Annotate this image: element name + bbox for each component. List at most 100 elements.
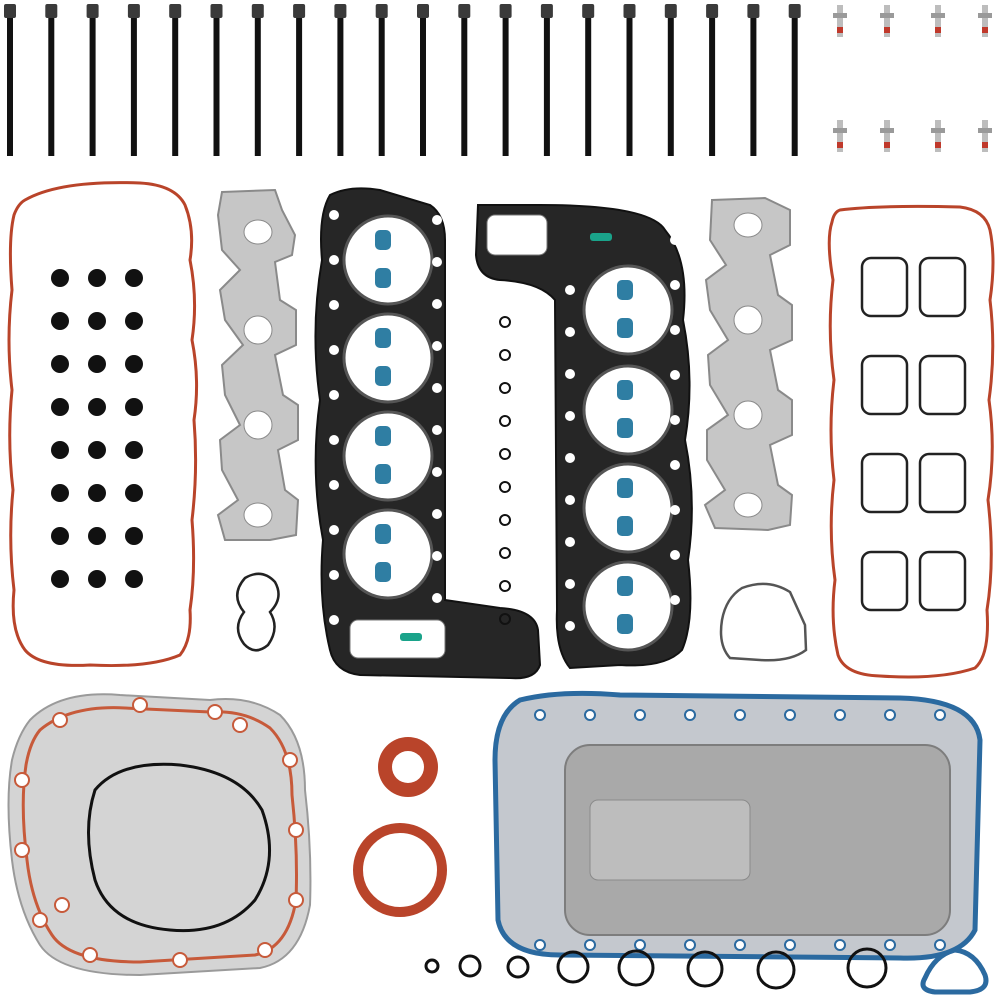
small-bolt-shank xyxy=(935,120,941,152)
gasket-bolt-hole xyxy=(670,325,680,335)
spark-tube-grommet xyxy=(125,441,143,459)
head-bolt-shank xyxy=(791,18,798,156)
spark-tube-grommet xyxy=(125,398,143,416)
small-bolt-flange xyxy=(880,13,894,18)
head-bolt-shank xyxy=(709,18,716,156)
cylinder-bore xyxy=(342,312,434,404)
right-exhaust-port-4 xyxy=(733,492,763,518)
valve-stem-seal xyxy=(617,318,633,338)
head-bolt-shank xyxy=(461,18,468,156)
head-bolt-head xyxy=(251,4,264,18)
spark-tube-grommet xyxy=(88,527,106,545)
oil-pan-hole xyxy=(934,709,946,721)
valve-stem-seal xyxy=(617,380,633,400)
left-exhaust-port-3 xyxy=(243,410,273,440)
left-exhaust-port-1 xyxy=(243,219,273,245)
small-bolt-flange xyxy=(931,128,945,133)
small-bolt-shank xyxy=(935,5,941,37)
small-bolt-threadlock xyxy=(935,142,941,148)
oil-pan-bolt-holes xyxy=(534,709,946,951)
valve-stem-seal xyxy=(375,426,391,446)
cylinder-bore xyxy=(342,410,434,502)
valve-stem-seal xyxy=(617,614,633,634)
oil-pan-hole xyxy=(884,939,896,951)
small-bolt-flange xyxy=(880,128,894,133)
head-bolt-head xyxy=(747,4,760,18)
triangle-seal-gasket xyxy=(920,947,989,995)
left-valve-cover-gasket-outline xyxy=(7,181,199,668)
gasket-bolt-hole xyxy=(329,255,339,265)
front-crank-seal xyxy=(378,737,438,797)
head-bolt-shank xyxy=(750,18,757,156)
left-exhaust-port-2 xyxy=(243,315,273,345)
gasket-bolt-hole xyxy=(670,280,680,290)
left-head-tab-window xyxy=(349,619,446,659)
small-bolt-threadlock xyxy=(837,142,843,148)
gasket-bolt-hole xyxy=(565,495,575,505)
valve-stem-seal xyxy=(375,562,391,582)
left-exhaust-port-4 xyxy=(243,502,273,528)
cylinder-bore xyxy=(582,462,674,554)
spark-tube-grommet xyxy=(125,312,143,330)
gasket-bolt-hole xyxy=(329,570,339,580)
thermostat-housing-gasket xyxy=(719,582,808,662)
spark-tube-grommet xyxy=(51,355,69,373)
gasket-bolt-hole xyxy=(670,460,680,470)
oil-pan-hole xyxy=(634,709,646,721)
timing-cover-hole xyxy=(207,704,223,720)
gasket-bolt-hole xyxy=(432,383,442,393)
valve-stem-seal xyxy=(375,524,391,544)
gasket-bolt-hole xyxy=(670,370,680,380)
oil-pan-hole xyxy=(784,709,796,721)
bottom-oring xyxy=(756,950,796,990)
valve-stem-seal xyxy=(375,366,391,386)
spark-tube-grommet xyxy=(88,269,106,287)
oil-pan-hole xyxy=(784,939,796,951)
gasket-bolt-hole xyxy=(565,411,575,421)
head-bolt-shank xyxy=(89,18,96,156)
gasket-bolt-hole xyxy=(565,537,575,547)
valve-stem-seal xyxy=(617,478,633,498)
gasket-bolt-hole xyxy=(329,615,339,625)
valve-stem-seal xyxy=(375,464,391,484)
timing-cover-gasket-body xyxy=(7,693,312,977)
small-bolt-threadlock xyxy=(884,27,890,33)
head-bolt-head xyxy=(86,4,99,18)
right-valve-cover-gasket xyxy=(827,204,995,679)
timing-cover-hole xyxy=(82,947,98,963)
rocker-cover-seal xyxy=(918,550,967,612)
right-head-cylinder-bores xyxy=(582,264,674,652)
small-bolt-shank xyxy=(884,5,890,37)
timing-cover-hole xyxy=(288,892,304,908)
head-bolt-head xyxy=(540,4,553,18)
gasket-bolt-hole xyxy=(329,480,339,490)
oil-pan-hole xyxy=(834,709,846,721)
head-bolt-shank xyxy=(502,18,509,156)
small-bolt-flange xyxy=(931,13,945,18)
timing-cover-bolt-holes xyxy=(14,697,304,968)
gasket-bolt-hole xyxy=(565,579,575,589)
bottom-oring xyxy=(506,955,530,979)
spark-tube-grommet xyxy=(88,570,106,588)
left-head-cylinder-bores xyxy=(342,214,434,600)
right-valve-cover-gasket-outline xyxy=(827,204,995,679)
left-head-bolt-holes xyxy=(329,210,442,625)
spark-tube-grommet xyxy=(88,398,106,416)
spark-tube-grommet xyxy=(51,398,69,416)
timing-cover-hole xyxy=(232,717,248,733)
valve-stem-seal xyxy=(617,418,633,438)
rocker-cover-seal xyxy=(918,354,967,416)
head-bolt-head xyxy=(458,4,471,18)
windage-tray-panel xyxy=(589,799,751,881)
oil-pan-gasket xyxy=(492,690,983,961)
cylinder-bore xyxy=(342,214,434,306)
water-outlet-gasket-left xyxy=(236,572,280,652)
timing-cover-hole xyxy=(132,697,148,713)
head-bolt-head xyxy=(334,4,347,18)
small-bolt-shank xyxy=(837,5,843,37)
small-bolt-flange xyxy=(833,128,847,133)
valve-stem-seal xyxy=(617,576,633,596)
spark-tube-grommet xyxy=(88,484,106,502)
head-bolt-shank xyxy=(543,18,550,156)
